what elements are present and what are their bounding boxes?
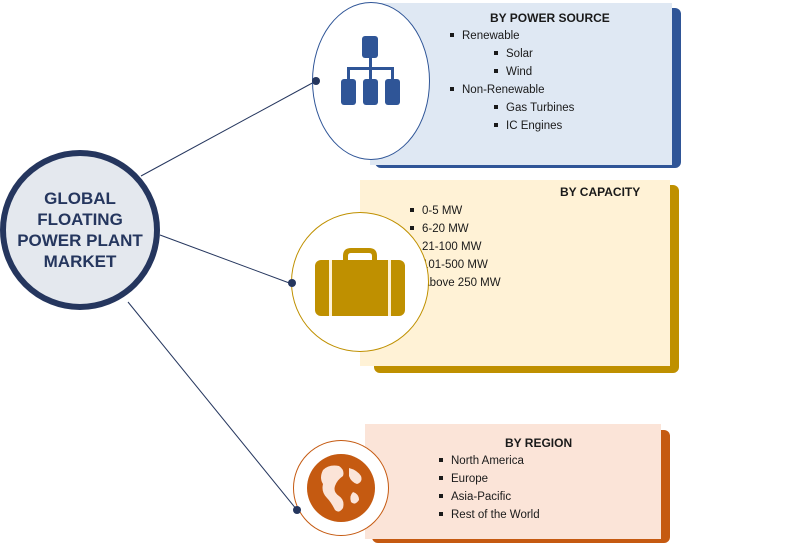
connector-region [127, 301, 298, 511]
list-item: Europe [439, 470, 540, 488]
region-icon-circle [293, 440, 389, 536]
capacity-icon-circle [291, 212, 429, 352]
bullet-icon [439, 511, 443, 516]
connector-dot-power-source [312, 77, 320, 85]
list-item: North America [439, 452, 540, 470]
connector-dot-capacity [288, 279, 296, 287]
connector-capacity [159, 234, 293, 285]
region-title: BY REGION [505, 436, 573, 450]
list-item: IC Engines [450, 117, 574, 135]
bullet-icon [450, 32, 454, 37]
central-topic-title: GLOBAL FLOATING POWER PLANT MARKET [17, 189, 143, 271]
list-item: Rest of the World [439, 506, 540, 524]
region-list: North America Europe Asia-Pacific Rest o… [439, 452, 540, 524]
globe-icon [306, 453, 375, 522]
list-item: Gas Turbines [450, 99, 574, 117]
list-item: Wind [450, 63, 574, 81]
capacity-title: BY CAPACITY [560, 185, 641, 199]
briefcase-icon [314, 247, 405, 316]
list-item: Renewable [450, 27, 574, 45]
power-source-icon-circle [312, 2, 430, 160]
bullet-icon [494, 68, 498, 73]
list-item: Non-Renewable [450, 81, 574, 99]
central-topic-circle: GLOBAL FLOATING POWER PLANT MARKET [0, 150, 160, 310]
connector-power-source [140, 80, 317, 177]
bullet-icon [494, 122, 498, 127]
bullet-icon [410, 207, 414, 212]
list-item: Solar [450, 45, 574, 63]
power-source-title: BY POWER SOURCE [490, 11, 610, 25]
list-item: Asia-Pacific [439, 488, 540, 506]
bullet-icon [439, 457, 443, 462]
list-item: 6-20 MW [410, 220, 501, 238]
bullet-icon [494, 104, 498, 109]
bullet-icon [494, 50, 498, 55]
bullet-icon [450, 86, 454, 91]
bullet-icon [439, 493, 443, 498]
region-panel: BY REGION North America Europe Asia-Paci… [365, 424, 661, 539]
connector-dot-region [293, 506, 301, 514]
power-source-list: Renewable Solar Wind Non-Renewable Gas T… [450, 27, 574, 135]
hierarchy-icon [340, 35, 400, 105]
bullet-icon [410, 225, 414, 230]
bullet-icon [439, 475, 443, 480]
list-item: 0-5 MW [410, 202, 501, 220]
